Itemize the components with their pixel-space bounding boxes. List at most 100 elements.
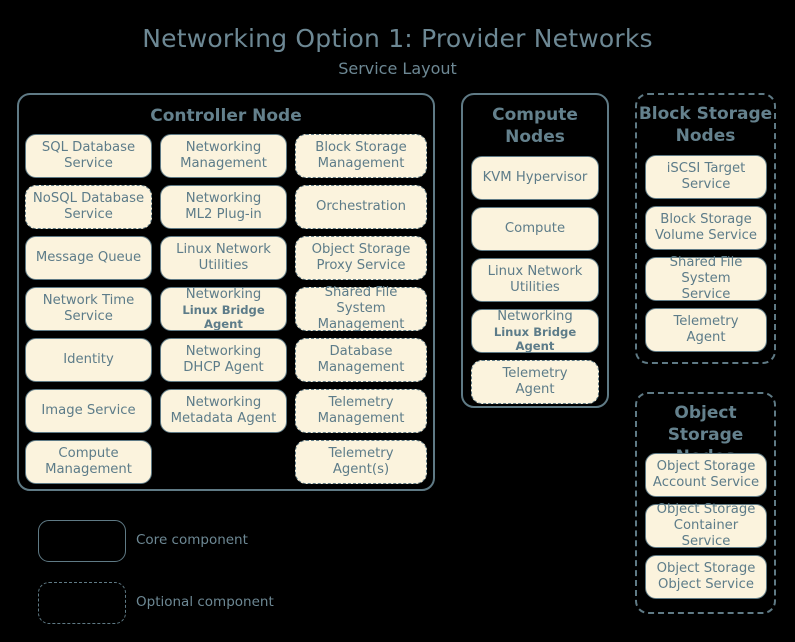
page-title: Networking Option 1: Provider Networks: [142, 24, 653, 53]
compute-service-linux-network-utilities-line2: Utilities: [510, 280, 560, 295]
service-database-management-line1: Database: [329, 343, 393, 359]
object-storage-title-line1: Object: [674, 403, 737, 423]
compute-service-compute[interactable]: Compute: [471, 207, 599, 251]
block-storage-service-iscsi-target-service-line1: iSCSI Target: [666, 160, 746, 176]
service-networking-dhcp-agent-line1: Networking: [185, 343, 262, 359]
service-networking-linux-bridge-agent-line1: Networking: [185, 286, 262, 302]
compute-service-kvm-hypervisor-line1: KVM Hypervisor: [482, 169, 588, 185]
service-block-storage-management-line2: Management: [317, 156, 405, 171]
block-storage-service-telemetry-agent-line1: Telemetry: [673, 313, 739, 329]
block-storage-service-telemetry-agent-line2: Agent: [686, 330, 726, 345]
legend-swatch-core: [38, 520, 126, 562]
service-telemetry-agent-s-line2: Agent(s): [332, 462, 390, 477]
service-networking-dhcp-agent-line2: DHCP Agent: [183, 360, 264, 375]
compute-service-networking-linux-bridge-agent-line2: Linux Bridge Agent: [493, 324, 577, 354]
legend-label-core: Core component: [136, 532, 248, 548]
service-network-time-service-line2: Service: [64, 309, 113, 324]
service-networking-linux-bridge-agent-line2: Linux Bridge Agent: [182, 302, 265, 332]
service-message-queue[interactable]: Message Queue: [25, 236, 152, 280]
service-sql-database-service-line2: Service: [64, 156, 113, 171]
service-object-storage-proxy-service-line2: Proxy Service: [316, 258, 406, 273]
compute-service-compute-line1: Compute: [504, 220, 566, 236]
object-storage-service-object-storage-container-service-line2: Container Service: [673, 517, 739, 550]
compute-service-kvm-hypervisor[interactable]: KVM Hypervisor: [471, 156, 599, 200]
compute-nodes-title-line1: Compute: [492, 105, 578, 125]
service-telemetry-management-line2: Management: [317, 411, 405, 426]
service-image-service[interactable]: Image Service: [25, 389, 152, 433]
service-shared-file-system-management-line1: Shared File System: [324, 284, 398, 316]
service-linux-network-utilities-line1: Linux Network: [176, 241, 271, 257]
object-storage-service-object-storage-account-service-line2: Account Service: [652, 475, 760, 490]
compute-service-linux-network-utilities-line1: Linux Network: [487, 263, 583, 279]
service-nosql-database-service-line2: Service: [64, 207, 113, 222]
service-network-time-service-line1: Network Time: [42, 292, 135, 308]
service-networking-metadata-agent-line1: Networking: [185, 394, 262, 410]
service-sql-database-service-line1: SQL Database: [41, 139, 136, 155]
service-compute-management-line1: Compute: [58, 445, 119, 461]
object-storage-service-object-storage-object-service-line1: Object Storage: [656, 560, 756, 576]
service-networking-management-line1: Networking: [185, 139, 262, 155]
object-storage-service-object-storage-object-service-line2: Object Service: [658, 577, 754, 592]
block-storage-service-shared-file-system-service-line2: Service: [681, 287, 731, 303]
service-block-storage-management-line1: Block Storage: [315, 139, 407, 155]
compute-service-telemetry-agent-line2: Agent: [515, 382, 555, 397]
service-object-storage-proxy-service-line1: Object Storage: [311, 241, 411, 257]
service-networking-metadata-agent-line2: Metadata Agent: [170, 411, 277, 426]
service-orchestration[interactable]: Orchestration: [295, 185, 427, 229]
service-database-management-line2: Management: [317, 360, 405, 375]
service-message-queue-line1: Message Queue: [35, 249, 142, 265]
block-storage-service-block-storage-volume-service-line1: Block Storage: [660, 211, 752, 227]
service-compute-management-line2: Management: [45, 462, 132, 477]
compute-service-networking-linux-bridge-agent-line1: Networking: [497, 308, 573, 324]
service-nosql-database-service-line1: NoSQL Database: [32, 190, 145, 206]
service-linux-network-utilities-line2: Utilities: [198, 258, 249, 273]
service-networking-management-line2: Management: [180, 156, 267, 171]
service-telemetry-agent-s-line1: Telemetry: [328, 445, 394, 461]
compute-nodes-title: Compute Nodes: [463, 105, 607, 149]
service-image-service-line1: Image Service: [41, 402, 136, 418]
compute-service-telemetry-agent-line1: Telemetry: [502, 365, 568, 381]
block-storage-title-line1: Block Storage: [638, 104, 773, 124]
block-storage-service-block-storage-volume-service-line2: Volume Service: [655, 228, 757, 243]
service-identity[interactable]: Identity: [25, 338, 152, 382]
object-storage-service-object-storage-account-service-line1: Object Storage: [656, 458, 756, 474]
service-networking-ml2-plug-in-line1: Networking: [185, 190, 262, 206]
controller-node-title: Controller Node: [150, 106, 302, 126]
legend-label-optional: Optional component: [136, 594, 274, 610]
legend-swatch-optional: [38, 582, 126, 624]
compute-nodes-title-line2: Nodes: [505, 126, 565, 147]
service-shared-file-system-management-line2: Management: [317, 317, 405, 333]
block-storage-nodes-title: Block Storage Nodes: [637, 104, 774, 148]
block-storage-title-line2: Nodes: [675, 125, 736, 146]
service-telemetry-management-line1: Telemetry: [328, 394, 394, 410]
service-orchestration-line1: Orchestration: [315, 198, 407, 214]
block-storage-service-iscsi-target-service-line2: Service: [681, 177, 731, 192]
block-storage-service-shared-file-system-service-line1: Shared File System: [669, 254, 743, 286]
